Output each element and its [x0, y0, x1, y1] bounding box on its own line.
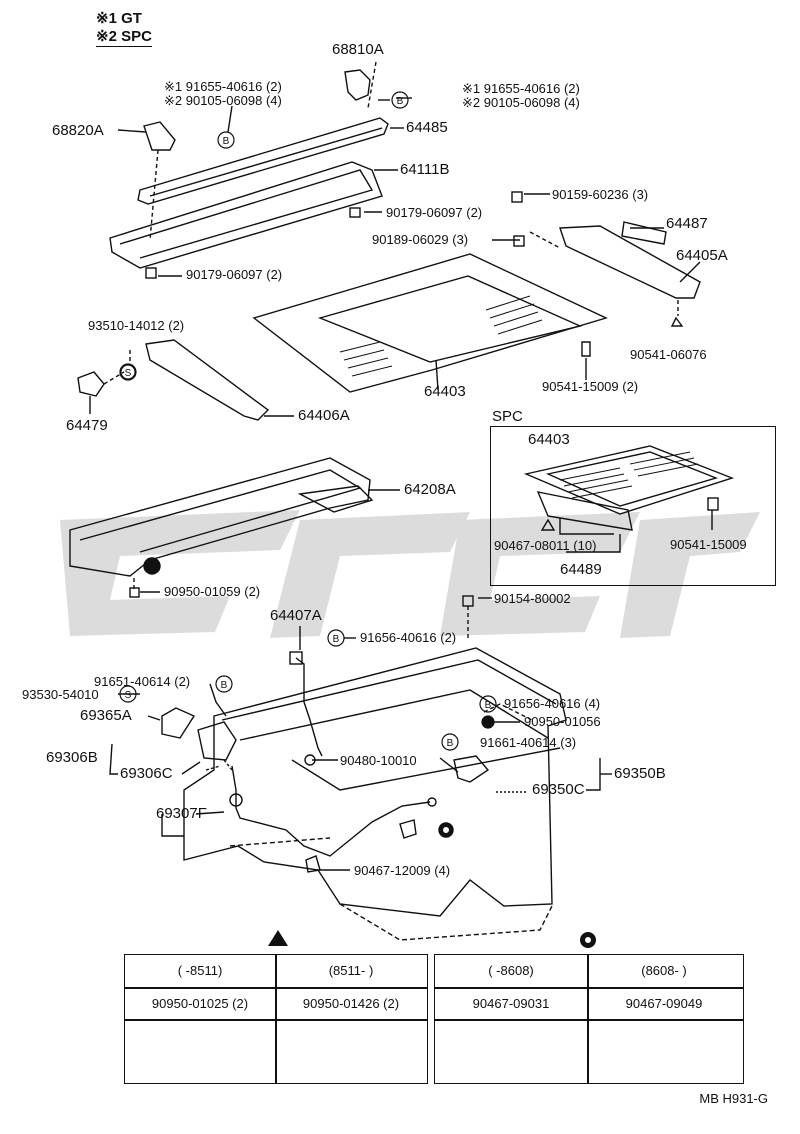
- clip-table-left: ( -8511) (8511- ) 90950-01025 (2) 90950-…: [124, 954, 428, 1084]
- rod-64407a: [295, 657, 323, 757]
- label-64485: 64485: [406, 119, 448, 136]
- legend-gt: ※1 GT: [96, 10, 142, 27]
- label-69350c: 69350C: [532, 781, 585, 798]
- left-header-before: ( -8511): [177, 963, 223, 978]
- cable-69307f: [231, 765, 431, 857]
- label-90950-01059: 90950-01059 (2): [164, 584, 261, 599]
- spc-label-90541-15009: 90541-15009: [670, 537, 747, 552]
- label-90541-06076: 90541-06076: [630, 347, 707, 362]
- right-part-before: 90467-09031: [472, 996, 550, 1011]
- label-91656-4: 91656-40616 (4): [504, 696, 601, 711]
- left-part-before: 90950-01025 (2): [151, 996, 249, 1011]
- panel-64406a: [145, 339, 270, 421]
- right-header-before: ( -8608): [488, 963, 534, 978]
- diagram-code: MB H931-G: [699, 1091, 768, 1106]
- label-64403: 64403: [424, 383, 466, 400]
- label-90950-01056: 90950-01056: [524, 714, 601, 729]
- svg-text:B: B: [485, 700, 492, 711]
- label-90541-15009: 90541-15009 (2): [542, 379, 639, 394]
- symbol-letters: B B S B B S B B: [125, 96, 492, 749]
- legend: ※1 GT ※2 SPC: [96, 10, 152, 47]
- label-93510: 93510-14012 (2): [88, 318, 185, 333]
- triangle-symbol: [268, 930, 288, 946]
- label-68820a: 68820A: [52, 122, 104, 139]
- svg-text:B: B: [221, 680, 228, 691]
- deck-64403-spc: [523, 445, 735, 515]
- deck-64403: [252, 253, 608, 393]
- label-fastener-gt-left: ※1 91655-40616 (2): [164, 79, 282, 94]
- hinge-69306: [197, 721, 237, 761]
- label-64406a: 64406A: [298, 407, 350, 424]
- bracket-68820a: [143, 121, 176, 151]
- panel-64487: [621, 221, 667, 245]
- hinge-69365a: [161, 707, 196, 739]
- mat-64489: [536, 491, 633, 531]
- svg-text:S: S: [125, 690, 132, 701]
- spc-label-64403: 64403: [528, 431, 570, 448]
- label-69365a: 69365A: [80, 707, 132, 724]
- label-91661: 91661-40614 (3): [480, 735, 577, 750]
- svg-text:B: B: [447, 738, 454, 749]
- latch-69350: [453, 755, 490, 783]
- label-69306c: 69306C: [120, 765, 173, 782]
- left-part-after: 90950-01426 (2): [302, 996, 400, 1011]
- label-93530: 93530-54010: [22, 687, 99, 702]
- label-64405a: 64405A: [676, 247, 728, 264]
- spc-label-90467-08011: 90467-08011 (10): [494, 538, 597, 553]
- spc-box: [490, 426, 776, 586]
- label-64208a: 64208A: [404, 481, 456, 498]
- left-header-after: (8511- ): [328, 963, 374, 978]
- spc-label-64489: 64489: [560, 561, 602, 578]
- label-90154: 90154-80002: [494, 591, 571, 606]
- label-90480: 90480-10010: [340, 753, 417, 768]
- label-64407a: 64407A: [270, 607, 322, 624]
- label-90467-12009: 90467-12009 (4): [354, 863, 451, 878]
- tray-64111b: [109, 161, 383, 269]
- clip-table-right: ( -8608) (8608- ) 90467-09031 90467-0904…: [434, 954, 744, 1084]
- label-64111b: 64111B: [400, 161, 450, 178]
- right-header-after: (8608- ): [641, 963, 687, 978]
- label-fastener-spc-left: ※2 90105-06098 (4): [164, 93, 282, 108]
- bracket-64479: [77, 371, 105, 397]
- svg-text:S: S: [125, 368, 132, 379]
- label-69307f: 69307F: [156, 805, 207, 822]
- label-64479: 64479: [66, 417, 108, 434]
- label-64487: 64487: [666, 215, 708, 232]
- label-fastener-spc-right: ※2 90105-06098 (4): [462, 95, 580, 110]
- svg-text:B: B: [397, 96, 404, 107]
- legend-spc: ※2 SPC: [96, 28, 152, 47]
- label-90159: 90159-60236 (3): [552, 187, 649, 202]
- label-69350b: 69350B: [614, 765, 666, 782]
- label-91656-2: 91656-40616 (2): [360, 630, 457, 645]
- right-part-after: 90467-09049: [625, 996, 703, 1011]
- label-68810a: 68810A: [332, 41, 384, 58]
- bracket-68810a: [344, 69, 371, 101]
- rail-64485: [137, 117, 389, 205]
- label-90179-bottom: 90179-06097 (2): [186, 267, 283, 282]
- label-fastener-gt-right: ※1 91655-40616 (2): [462, 81, 580, 96]
- svg-text:B: B: [333, 634, 340, 645]
- label-90179-top: 90179-06097 (2): [386, 205, 483, 220]
- spc-box-title: SPC: [492, 408, 523, 425]
- label-90189: 90189-06029 (3): [372, 232, 469, 247]
- panel-64405a: [559, 225, 701, 299]
- label-91651: 91651-40614 (2): [94, 674, 191, 689]
- crossmember-64208a: [69, 457, 371, 577]
- spc-box-art: [523, 445, 735, 553]
- svg-text:B: B: [223, 136, 230, 147]
- label-69306b: 69306B: [46, 749, 98, 766]
